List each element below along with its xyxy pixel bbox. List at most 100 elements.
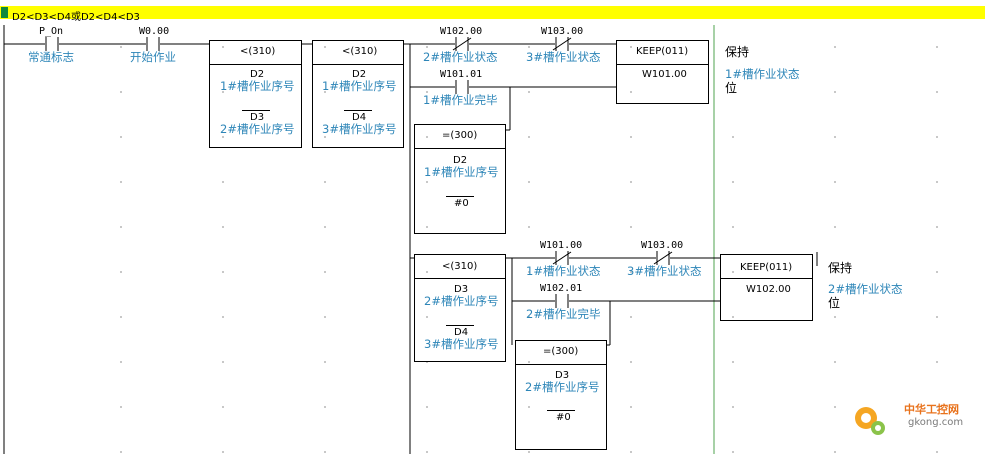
equal-block-2[interactable] (515, 340, 607, 450)
watermark-cn: 中华工控网 (904, 403, 959, 416)
keep-block-1[interactable] (616, 40, 709, 104)
grid-dot (834, 451, 836, 453)
grid-dot (528, 361, 530, 363)
grid-dot (120, 226, 122, 228)
contact-w000-addr: W0.00 (139, 26, 170, 37)
grid-dot (120, 271, 122, 273)
cmp3-a: D3 (454, 284, 469, 295)
grid-dot (426, 136, 428, 138)
grid-dot (120, 406, 122, 408)
keep1-side-bit: 位 (725, 81, 738, 95)
grid-dot (222, 136, 224, 138)
keep2-op: KEEP(011) (740, 262, 793, 273)
grid-dot (120, 451, 122, 453)
grid-dot (936, 226, 938, 228)
cmp1-b: D3 (250, 112, 265, 123)
contact-gap-w000 (146, 38, 160, 50)
grid-dot (936, 271, 938, 273)
grid-dot (834, 91, 836, 93)
cmp3-op: <(310) (442, 261, 478, 272)
grid-dot (324, 181, 326, 183)
eq2-a: D3 (555, 370, 570, 381)
grid-dot (324, 451, 326, 453)
grid-dot (528, 136, 530, 138)
watermark-en: gkong.com (908, 417, 964, 428)
rung-comment: D2<D3<D4或D2<D4<D3 (12, 12, 140, 23)
grid-dot (936, 316, 938, 318)
grid-dot (630, 226, 632, 228)
cmp3-b: D4 (454, 327, 469, 338)
gkong-watermark: 中华工控网 gkong.com (848, 400, 978, 440)
rung-title-bar[interactable] (0, 6, 985, 19)
keep2-side-comment: 2#槽作业状态 (828, 282, 903, 296)
keep-block-2[interactable] (720, 254, 813, 321)
eq1-b: #0 (454, 198, 469, 209)
contact-w10200-comment: 2#槽作业状态 (423, 50, 498, 64)
compare-block-2[interactable] (312, 40, 404, 148)
contact-w10300-bot-comment: 3#槽作业状态 (627, 264, 702, 278)
grid-dot (222, 451, 224, 453)
contact-w10300-slash (552, 37, 572, 51)
cmp2-b-comment: 3#槽作业序号 (322, 122, 397, 136)
grid-dot (528, 226, 530, 228)
grid-dot (732, 181, 734, 183)
grid-dot (120, 316, 122, 318)
cmp2-op: <(310) (342, 46, 378, 57)
grid-dot (426, 271, 428, 273)
grid-dot (324, 226, 326, 228)
grid-dot (528, 316, 530, 318)
contact-w10201-addr: W102.01 (540, 283, 583, 294)
grid-dot (222, 46, 224, 48)
contact-w10101-comment: 1#槽作业完毕 (423, 93, 498, 107)
grid-dot (324, 271, 326, 273)
grid-dot (936, 406, 938, 408)
eq1-a: D2 (453, 155, 468, 166)
grid-dot (936, 46, 938, 48)
grid-dot (222, 316, 224, 318)
eq2-a-comment: 2#槽作业序号 (525, 380, 600, 394)
grid-dot (426, 406, 428, 408)
grid-dot (528, 406, 530, 408)
grid-dot (732, 406, 734, 408)
grid-dot (426, 451, 428, 453)
keep2-operand: W102.00 (746, 284, 791, 295)
cmp1-op: <(310) (240, 46, 276, 57)
grid-dot (630, 136, 632, 138)
contact-gap-pon (45, 38, 59, 50)
grid-dot (426, 91, 428, 93)
grid-dot (630, 91, 632, 93)
grid-dot (936, 136, 938, 138)
grid-dot (120, 46, 122, 48)
grid-dot (630, 271, 632, 273)
grid-dot (936, 181, 938, 183)
grid-dot (630, 361, 632, 363)
contact-w10201-comment: 2#槽作业完毕 (526, 307, 601, 321)
contact-w10101-addr: W101.01 (440, 69, 483, 80)
grid-dot (120, 181, 122, 183)
grid-dot (732, 316, 734, 318)
cmp3-b-comment: 3#槽作业序号 (424, 337, 499, 351)
grid-dot (630, 46, 632, 48)
contact-w10300-top-comment: 3#槽作业状态 (526, 50, 601, 64)
compare-block-1[interactable] (209, 40, 302, 148)
grid-dot (732, 91, 734, 93)
grid-dot (324, 361, 326, 363)
grid-dot (834, 361, 836, 363)
eq2-b: #0 (556, 412, 571, 423)
keep2-side-bit: 位 (828, 296, 841, 310)
cmp1-a: D2 (250, 69, 265, 80)
grid-dot (936, 91, 938, 93)
contact-w10100-comment: 1#槽作业状态 (526, 264, 601, 278)
grid-dot (528, 91, 530, 93)
compare-block-3[interactable] (414, 254, 506, 362)
grid-dot (528, 46, 530, 48)
contact-w10200-addr: W102.00 (440, 26, 483, 37)
grid-dot (834, 46, 836, 48)
grid-dot (222, 271, 224, 273)
cmp3-a-comment: 2#槽作业序号 (424, 294, 499, 308)
grid-dot (324, 406, 326, 408)
keep1-side-title: 保持 (725, 45, 750, 59)
grid-dot (834, 406, 836, 408)
equal-block-1[interactable] (414, 124, 506, 234)
